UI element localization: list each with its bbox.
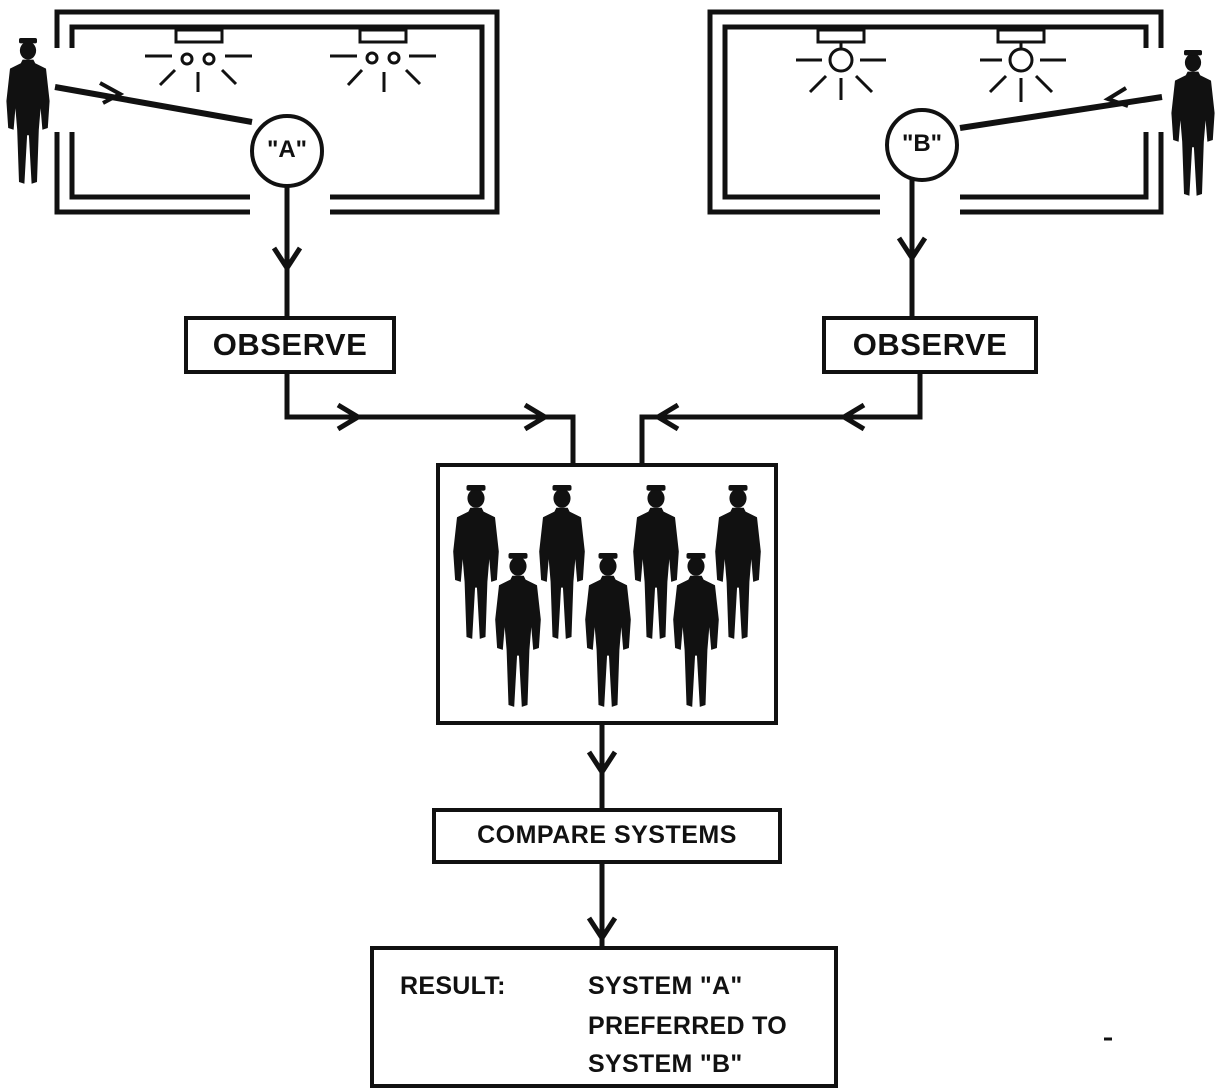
result-heading: RESULT: — [400, 972, 506, 1000]
observe-right-box — [822, 316, 1038, 374]
result-line: PREFERRED TO — [588, 1012, 787, 1040]
flow-compare-to-result — [586, 862, 618, 948]
observe-left-label: OBSERVE — [212, 327, 368, 362]
person-silhouette-icon — [1171, 49, 1215, 196]
flow-panel-to-compare — [586, 723, 618, 810]
result-line: SYSTEM "A" — [588, 972, 743, 1000]
flow-a-to-observe — [271, 186, 303, 318]
flow-b-to-observe — [896, 180, 928, 318]
observer-b-sightline — [959, 86, 1163, 131]
compare-box — [432, 808, 782, 864]
incandescent-bulb-icon — [980, 28, 1066, 102]
flow-observe-left-to-panel — [284, 372, 576, 465]
observe-right-label: OBSERVE — [852, 327, 1008, 362]
fluorescent-light-icon — [330, 28, 436, 92]
room-b — [707, 9, 1164, 215]
room-a — [54, 9, 500, 215]
system-a-label: "A" — [266, 136, 308, 163]
compare-systems-label: COMPARE SYSTEMS — [477, 821, 737, 849]
result-box — [370, 946, 838, 1088]
observe-left-box — [184, 316, 396, 374]
observer-a-sightline — [54, 81, 253, 125]
fluorescent-light-icon — [145, 28, 252, 92]
flow-observe-right-to-panel — [639, 372, 923, 465]
person-silhouette-icon — [6, 37, 50, 184]
result-line: SYSTEM "B" — [588, 1050, 743, 1078]
system-b-circle — [885, 108, 959, 182]
system-b-label: "B" — [901, 130, 943, 157]
incandescent-bulb-icon — [796, 28, 886, 100]
